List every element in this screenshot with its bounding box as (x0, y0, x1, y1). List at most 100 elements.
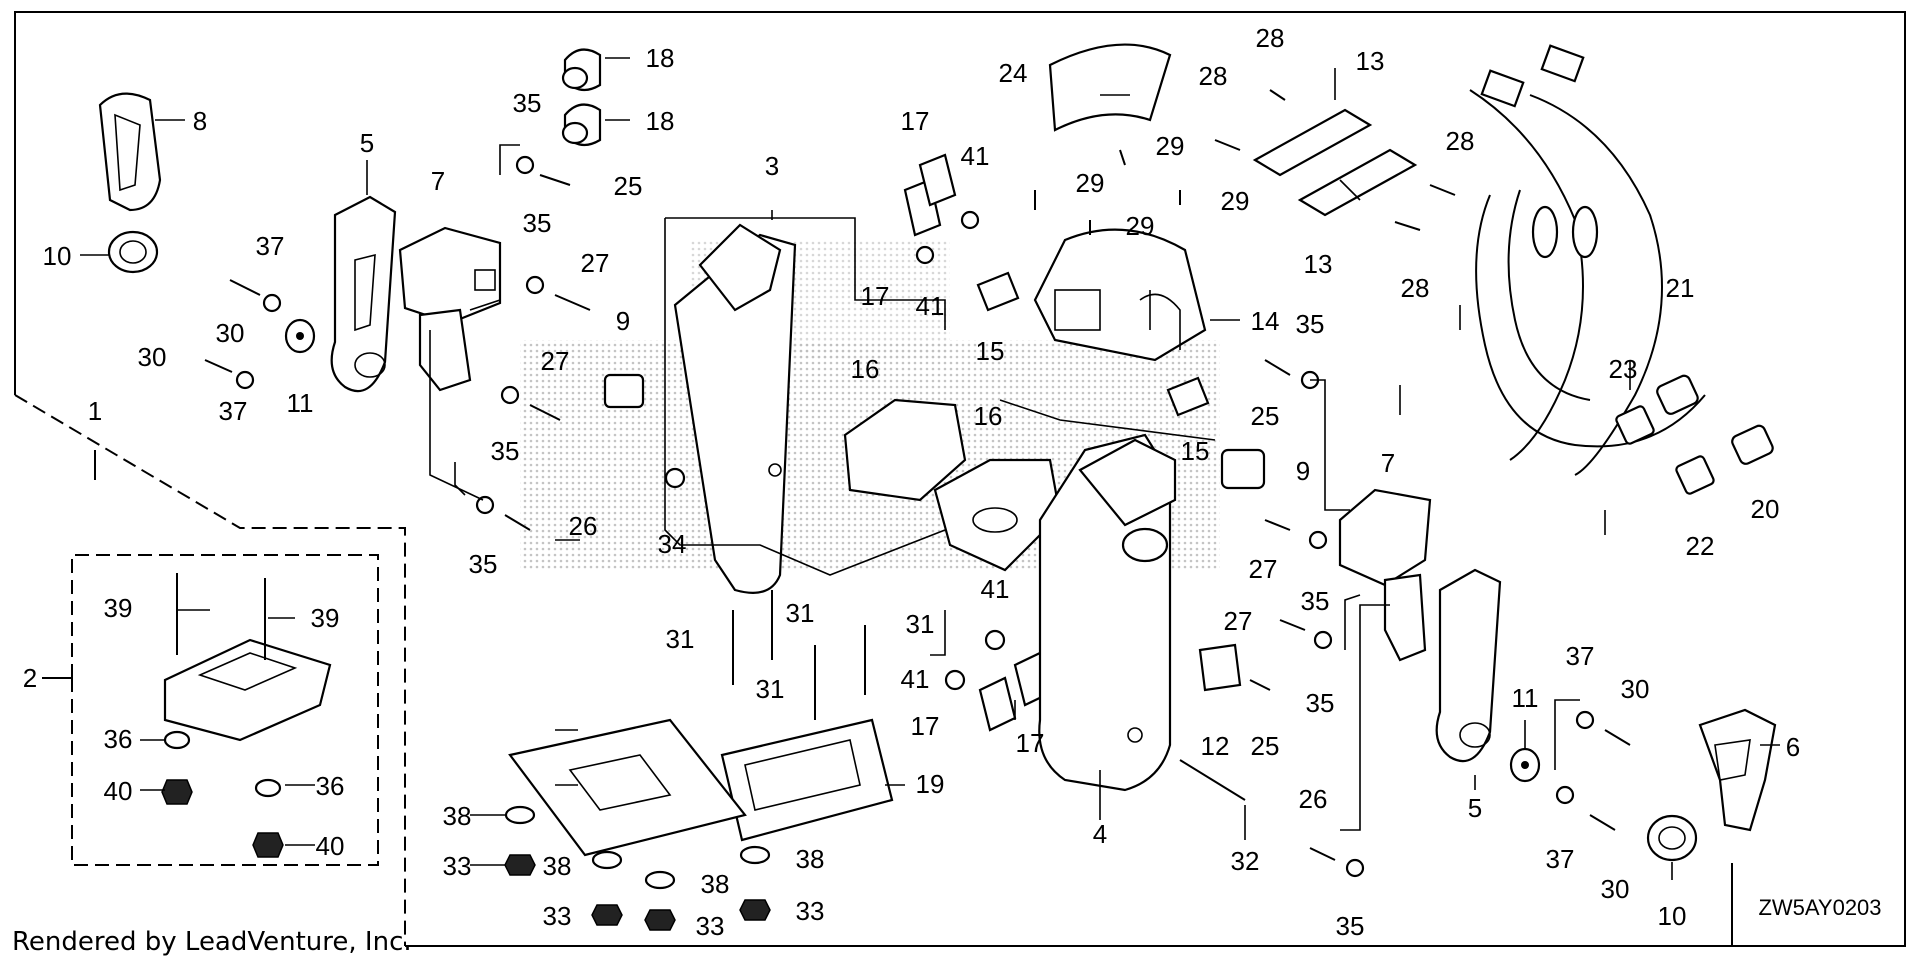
part-16 (843, 398, 1062, 572)
part-41-nuts (915, 210, 1006, 691)
callout-9-left: 9 (616, 306, 630, 336)
callout-25-bottom: 25 (1251, 731, 1280, 761)
callout-17-a: 17 (901, 106, 930, 136)
callout-39-a: 39 (104, 593, 133, 623)
diagram-code: ZW5AY0203 (1758, 895, 1881, 920)
callout-35-b: 35 (523, 208, 552, 238)
callout-26-right: 26 (1299, 784, 1328, 814)
callout-5-left: 5 (360, 128, 374, 158)
callout-40-a: 40 (104, 776, 133, 806)
footer-credit: Rendered by LeadVenture, Inc. (12, 927, 412, 957)
callout-17-d: 17 (1016, 728, 1045, 758)
callout-36-a: 36 (104, 724, 133, 754)
callout-18-bottom: 18 (646, 106, 675, 136)
callout-30-c: 30 (1621, 674, 1650, 704)
callout-35-d: 35 (469, 549, 498, 579)
part-12 (1198, 643, 1242, 692)
callout-30-b: 30 (138, 342, 167, 372)
callout-37-d: 37 (1546, 844, 1575, 874)
callout-13-top: 13 (1356, 46, 1385, 76)
part-4 (1038, 433, 1177, 792)
leader-lines (80, 57, 1780, 880)
callout-38-b: 38 (543, 851, 572, 881)
part-6 (1698, 708, 1777, 832)
part-19 (720, 718, 894, 842)
part-5-right (1435, 568, 1502, 763)
callout-41-d: 41 (901, 664, 930, 694)
callout-31-a: 31 (666, 624, 695, 654)
part-18 (561, 48, 602, 147)
callout-28-b: 28 (1199, 61, 1228, 91)
callout-33-c: 33 (696, 911, 725, 941)
part-14 (1033, 228, 1207, 362)
callout-27-a: 27 (581, 248, 610, 278)
callout-15-bottom: 15 (1181, 436, 1210, 466)
callout-37-c: 37 (1566, 641, 1595, 671)
wire-harness (1469, 44, 1774, 495)
callout-33-a: 33 (443, 851, 472, 881)
part-10-left (107, 230, 159, 274)
callout-5-right: 5 (1468, 793, 1482, 823)
callout-38-c: 38 (701, 869, 730, 899)
part-7-left (398, 226, 502, 392)
callout-21: 21 (1666, 273, 1695, 303)
callout-4: 4 (1093, 819, 1107, 849)
callout-35-g: 35 (1306, 688, 1335, 718)
callout-7-right: 7 (1381, 448, 1395, 478)
part-10-right (1646, 814, 1698, 862)
part-5-left (330, 195, 397, 393)
callout-41-a: 41 (961, 141, 990, 171)
callout-17-c: 17 (911, 711, 940, 741)
callout-32: 32 (1231, 846, 1260, 876)
callout-35-h: 35 (1336, 911, 1365, 941)
callout-31-b: 31 (786, 598, 815, 628)
diagram-frame (14, 11, 1906, 947)
gasket-plate (508, 718, 747, 857)
callout-40-b: 40 (316, 831, 345, 861)
callout-6: 6 (1786, 732, 1800, 762)
callout-38-d: 38 (796, 844, 825, 874)
callout-29-d: 29 (1221, 186, 1250, 216)
callout-24: 24 (999, 58, 1028, 88)
part-11-left (284, 318, 316, 354)
part-2-pad (163, 638, 332, 742)
callout-34: 34 (658, 529, 687, 559)
callout-30-d: 30 (1601, 874, 1630, 904)
callout-3: 3 (765, 151, 779, 181)
callout-28-c: 28 (1446, 126, 1475, 156)
callout-29-c: 29 (1126, 211, 1155, 241)
callout-26-left: 26 (569, 511, 598, 541)
callout-labels: 1 2 3 4 5 5 6 7 7 8 9 9 10 10 11 11 12 1… (23, 23, 1800, 941)
callout-35-e: 35 (1296, 309, 1325, 339)
callout-11-left: 11 (287, 388, 314, 418)
callout-39-b: 39 (311, 603, 340, 633)
callout-11-right: 11 (1512, 683, 1539, 713)
callout-31-c: 31 (756, 674, 785, 704)
part-7-right (1338, 488, 1432, 662)
callout-38-a: 38 (443, 801, 472, 831)
part-3 (673, 223, 797, 594)
callout-27-b: 27 (541, 346, 570, 376)
callout-35-f: 35 (1301, 586, 1330, 616)
part-32 (1179, 759, 1246, 801)
callout-28-d: 28 (1401, 273, 1430, 303)
callout-8: 8 (193, 106, 207, 136)
callout-16-left: 16 (851, 354, 880, 384)
callout-35-c: 35 (491, 436, 520, 466)
callout-37-b: 37 (219, 396, 248, 426)
callout-33-b: 33 (543, 901, 572, 931)
callout-29-a: 29 (1156, 131, 1185, 161)
callout-37-a: 37 (256, 231, 285, 261)
callout-27-d: 27 (1224, 606, 1253, 636)
part-15-clips (976, 271, 1210, 417)
callout-19: 19 (916, 769, 945, 799)
part-8 (98, 92, 162, 212)
callout-16-right: 16 (974, 401, 1003, 431)
part-9-left (603, 373, 645, 409)
callout-10-right: 10 (1658, 901, 1687, 931)
callout-9-right: 9 (1296, 456, 1310, 486)
callout-15-top: 15 (976, 336, 1005, 366)
callout-1: 1 (88, 396, 102, 426)
callout-41-b: 41 (916, 291, 945, 321)
